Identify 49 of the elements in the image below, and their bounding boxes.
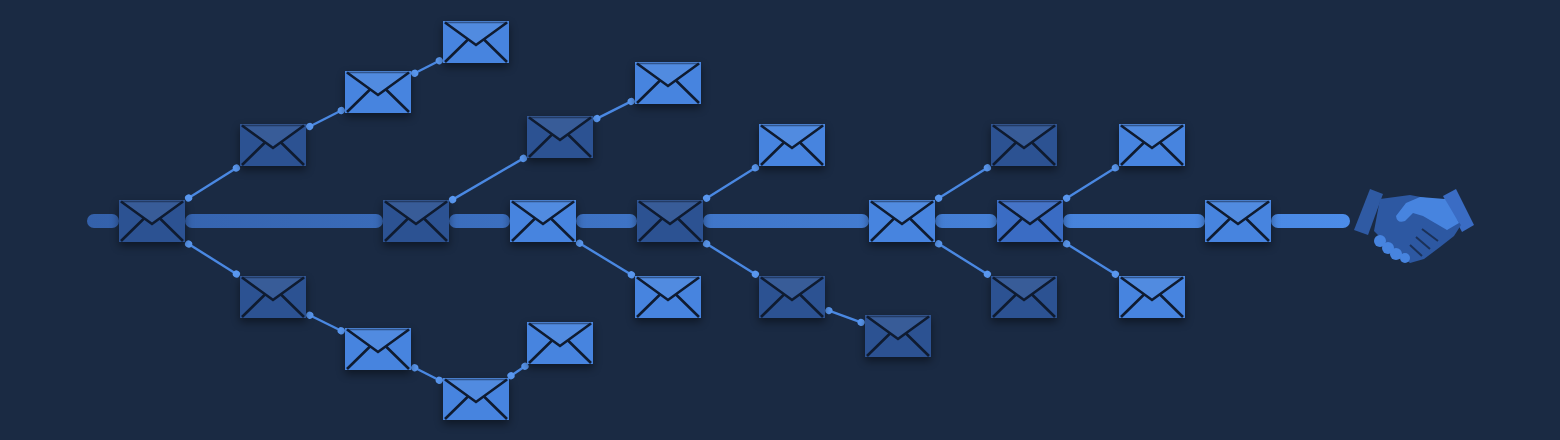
main-line: [576, 214, 637, 228]
connector-line: [593, 97, 635, 123]
connector-line: [449, 154, 527, 204]
connector-line: [935, 164, 991, 202]
connector-line: [935, 240, 991, 278]
connector-line: [576, 239, 635, 279]
connector-line: [825, 307, 865, 326]
main-line: [935, 214, 997, 228]
envelope-icon: [345, 71, 411, 113]
envelope-icon: [1119, 124, 1185, 166]
main-line: [87, 214, 119, 228]
envelope-icon: [383, 200, 449, 242]
envelope-icon: [345, 328, 411, 370]
envelope-icon: [991, 276, 1057, 318]
main-line: [1063, 214, 1205, 228]
envelope-icon: [635, 62, 701, 104]
envelope-icon: [869, 200, 935, 242]
connector-line: [306, 311, 345, 335]
envelope-icon: [1205, 200, 1271, 242]
envelope-icon: [240, 276, 306, 318]
connector-line: [703, 164, 759, 202]
envelope-icon: [637, 200, 703, 242]
envelope-icon: [510, 200, 576, 242]
connector-line: [1063, 240, 1119, 278]
main-line: [449, 214, 510, 228]
envelope-icon: [443, 378, 509, 420]
envelope-icon: [865, 315, 931, 357]
main-line: [703, 214, 869, 228]
connector-line: [703, 240, 759, 278]
envelope-icon: [527, 322, 593, 364]
connector-line: [411, 57, 443, 77]
connector-line: [185, 240, 240, 278]
connector-line: [1063, 164, 1119, 202]
main-line: [1271, 214, 1350, 228]
envelope-icon: [991, 124, 1057, 166]
envelope-icon: [119, 200, 185, 242]
connector-line: [185, 164, 240, 202]
envelope-icon: [759, 276, 825, 318]
envelope-icon: [443, 21, 509, 63]
envelope-icon: [527, 116, 593, 158]
envelope-icon: [240, 124, 306, 166]
connector-line: [507, 362, 529, 380]
envelope-icon: [635, 276, 701, 318]
envelope-icon: [759, 124, 825, 166]
envelope-icon: [1119, 276, 1185, 318]
main-line: [185, 214, 383, 228]
connector-line: [411, 364, 443, 384]
envelope-icon: [997, 200, 1063, 242]
connector-line: [306, 106, 345, 131]
